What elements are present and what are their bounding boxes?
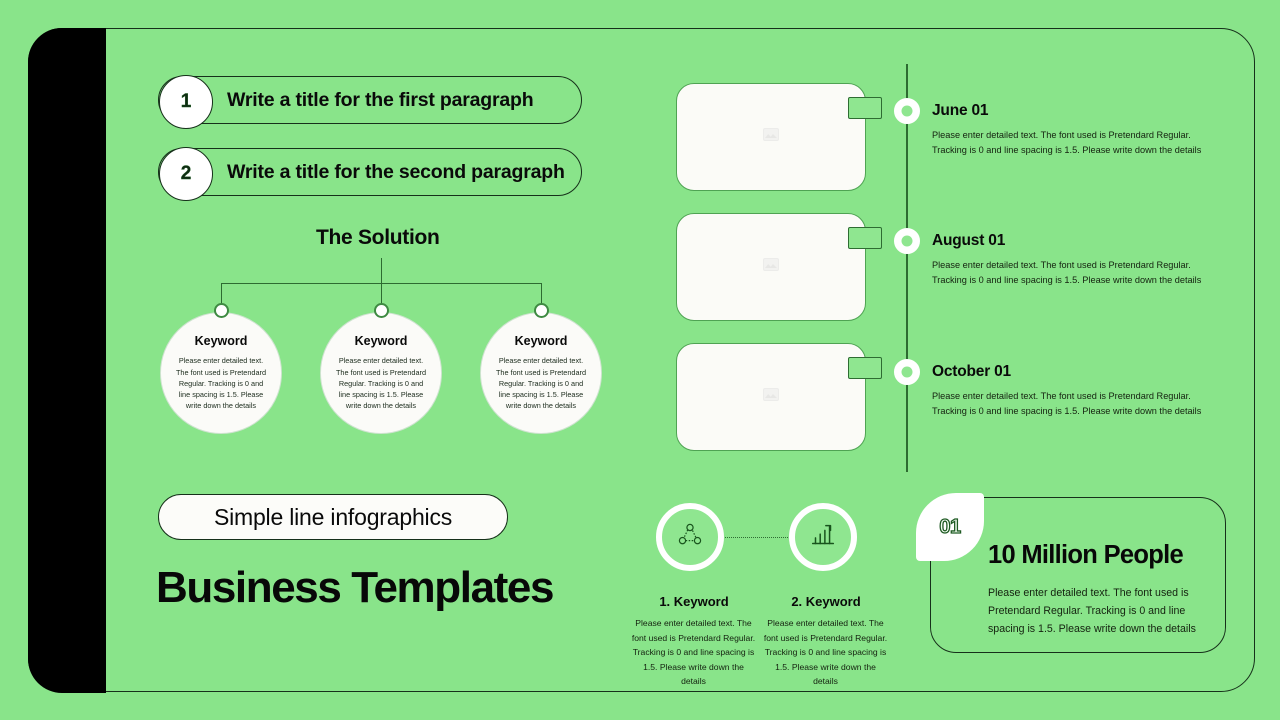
timeline-axis-line — [906, 64, 908, 472]
timeline-dot-3 — [894, 359, 920, 385]
image-placeholder-icon — [763, 388, 779, 406]
image-placeholder-icon — [763, 258, 779, 276]
timeline-body-1: Please enter detailed text. The font use… — [932, 130, 1202, 156]
solution-keyword-body-3: Please enter detailed text. The font use… — [495, 356, 587, 411]
timeline-card-tab-1 — [848, 97, 882, 119]
network-cycle-icon — [675, 520, 705, 555]
timeline-image-card-3[interactable] — [676, 343, 866, 451]
stat-card-title: 10 Million People — [988, 541, 1184, 569]
paragraph-number-1: 1 — [180, 91, 192, 112]
keyword-body-1: Please enter detailed text. The font use… — [631, 618, 756, 687]
solution-keyword-title-3: Keyword — [514, 334, 568, 349]
solution-keyword-title-2: Keyword — [354, 334, 408, 349]
timeline-date-3: October 01 — [932, 363, 1011, 380]
timeline-body-2: Please enter detailed text. The font use… — [932, 260, 1202, 286]
keyword-connector-dotted — [722, 537, 794, 538]
solution-node-dot-1 — [214, 303, 229, 318]
tree-drop-1 — [221, 283, 223, 306]
timeline-body-3: Please enter detailed text. The font use… — [932, 391, 1202, 417]
solution-keyword-title-1: Keyword — [194, 334, 248, 349]
solution-node-dot-2 — [374, 303, 389, 318]
timeline-card-tab-2 — [848, 227, 882, 249]
solution-keyword-body-2: Please enter detailed text. The font use… — [335, 356, 427, 411]
solution-node-dot-3 — [534, 303, 549, 318]
timeline-card-tab-3 — [848, 357, 882, 379]
solution-keyword-circle-3[interactable]: Keyword Please enter detailed text. The … — [480, 312, 602, 434]
keyword-heading-2: 2. Keyword — [791, 594, 861, 609]
tree-stem-vertical — [381, 258, 383, 283]
bar-chart-growth-icon — [808, 520, 838, 555]
image-placeholder-icon — [763, 128, 779, 146]
paragraph-label-2: Write a title for the second paragraph — [227, 160, 565, 183]
keyword-icon-circle-1[interactable] — [656, 503, 724, 571]
keyword-body-2: Please enter detailed text. The font use… — [763, 618, 888, 687]
stat-card[interactable] — [930, 497, 1226, 653]
timeline-date-2: August 01 — [932, 232, 1006, 249]
timeline-dot-2 — [894, 228, 920, 254]
paragraph-label-1: Write a title for the first paragraph — [227, 88, 534, 111]
solution-title: The Solution — [316, 226, 440, 249]
timeline-image-card-1[interactable] — [676, 83, 866, 191]
timeline-date-1: June 01 — [932, 102, 989, 119]
solution-keyword-circle-2[interactable]: Keyword Please enter detailed text. The … — [320, 312, 442, 434]
paragraph-number-badge-2: 2 — [159, 147, 213, 201]
timeline-image-card-2[interactable] — [676, 213, 866, 321]
stat-card-number: 01 — [939, 515, 962, 538]
stat-card-body: Please enter detailed text. The font use… — [988, 587, 1196, 636]
solution-keyword-body-1: Please enter detailed text. The font use… — [175, 356, 267, 411]
solution-keyword-circle-1[interactable]: Keyword Please enter detailed text. The … — [160, 312, 282, 434]
paragraph-pill-2[interactable]: 2 Write a title for the second paragraph — [158, 147, 582, 201]
headline-title: Business Templates — [156, 563, 554, 612]
timeline-dot-1 — [894, 98, 920, 124]
paragraph-pill-1[interactable]: 1 Write a title for the first paragraph — [158, 75, 582, 129]
tagline-pill[interactable]: Simple line infographics — [158, 494, 508, 540]
left-black-sidebar — [28, 28, 106, 693]
keyword-heading-1: 1. Keyword — [659, 594, 729, 609]
paragraph-number-badge-1: 1 — [159, 75, 213, 129]
tree-drop-2 — [381, 283, 383, 306]
keyword-icon-circle-2[interactable] — [789, 503, 857, 571]
tree-drop-3 — [541, 283, 543, 306]
paragraph-number-2: 2 — [180, 163, 192, 184]
